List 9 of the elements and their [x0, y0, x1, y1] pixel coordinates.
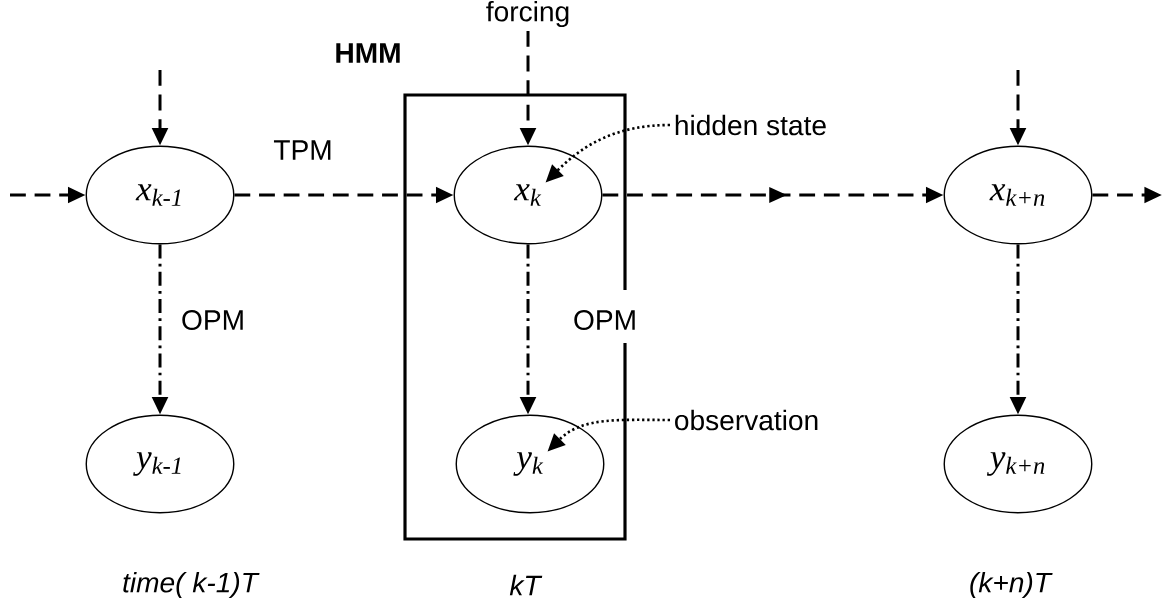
time-label: time( k-1)T [123, 571, 260, 599]
annotation-text: observation [675, 409, 818, 431]
edge-label: TPM [271, 138, 335, 162]
time-label: kT [509, 574, 543, 596]
annotation-text: forcing [486, 0, 569, 28]
edge-label: OPM [179, 308, 247, 332]
annotation-text: hidden state [675, 114, 826, 136]
time-label: (k+n)T [970, 571, 1053, 599]
edge-label: OPM [571, 308, 639, 332]
